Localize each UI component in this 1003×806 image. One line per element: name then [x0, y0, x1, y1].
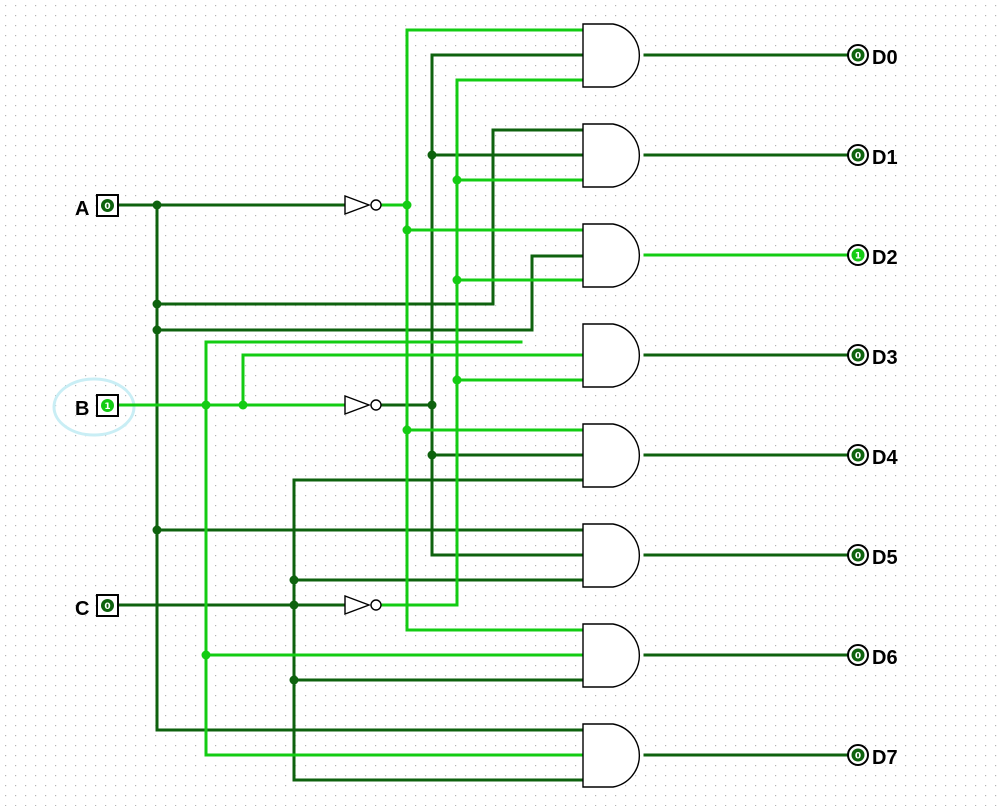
output-pin-d3[interactable]: 0 D3 [847, 344, 898, 369]
junction-dot [452, 175, 462, 185]
output-pin-state [851, 448, 865, 462]
and-gate-d3[interactable] [582, 323, 640, 388]
and-gate-d5[interactable] [582, 523, 640, 588]
not-gates [344, 194, 382, 616]
and-gate-d7[interactable] [582, 723, 640, 788]
input-pin-b[interactable]: B 1 [75, 394, 119, 420]
junctions [152, 150, 462, 685]
not-gate-a[interactable] [344, 194, 382, 216]
output-label: D0 [872, 47, 898, 69]
output-label: D1 [872, 147, 898, 169]
input-pin-value: 0 [104, 602, 110, 612]
output-pin-value: 1 [855, 252, 861, 262]
output-pin-state [851, 648, 865, 662]
junction-dot [152, 299, 162, 309]
input-label: C [75, 598, 89, 620]
not-gate-body [344, 394, 371, 416]
input-pin-a[interactable]: A 0 [75, 194, 119, 220]
not-gate-bubble [370, 399, 382, 411]
output-label: D3 [872, 347, 898, 369]
output-label: D2 [872, 247, 898, 269]
input-pin-state [101, 399, 114, 412]
input-pin-value: 0 [104, 202, 110, 212]
output-label: D5 [872, 547, 898, 569]
not-gate-body [344, 594, 371, 616]
junction-dot [427, 450, 437, 460]
input-pin-state [101, 199, 114, 212]
output-pin-state [851, 148, 865, 162]
and-gate-d4[interactable] [582, 423, 640, 488]
output-label: D6 [872, 647, 898, 669]
output-pin-state [851, 248, 865, 262]
output-pin-d7[interactable]: 0 D7 [847, 744, 898, 769]
output-pin-value: 0 [855, 452, 861, 462]
junction-dot [238, 400, 248, 410]
junction-dot [452, 275, 462, 285]
input-label: A [75, 198, 89, 220]
output-pin-state [851, 548, 865, 562]
wires-low [116, 53, 850, 782]
and-gate-d0[interactable] [582, 23, 640, 88]
output-pin-state [851, 48, 865, 62]
junction-dot [427, 400, 437, 410]
junction-dot [402, 425, 412, 435]
not-gate-body [344, 194, 371, 216]
not-gate-b[interactable] [344, 394, 382, 416]
junction-dot [402, 225, 412, 235]
input-label: B [75, 398, 89, 420]
junction-dot [289, 575, 299, 585]
wires-high [116, 28, 850, 757]
junction-dot [152, 325, 162, 335]
and-gate-d2[interactable] [582, 223, 640, 288]
not-gate-bubble [370, 199, 382, 211]
output-pin-state [851, 348, 865, 362]
junction-dot [402, 200, 412, 210]
output-pin-d0[interactable]: 0 D0 [847, 44, 898, 69]
input-pin-value: 1 [104, 402, 110, 412]
output-pins: 0 D0 0 D1 1 D2 0 D3 0 D4 [847, 44, 898, 769]
and-gate-d6[interactable] [582, 623, 640, 688]
output-label: D4 [872, 447, 898, 469]
output-pin-value: 0 [855, 752, 861, 762]
output-pin-d4[interactable]: 0 D4 [847, 444, 898, 469]
output-pin-d2[interactable]: 1 D2 [847, 244, 898, 269]
output-pin-d5[interactable]: 0 D5 [847, 544, 898, 569]
output-pin-d1[interactable]: 0 D1 [847, 144, 898, 169]
output-pin-value: 0 [855, 552, 861, 562]
output-pin-state [851, 748, 865, 762]
output-pin-value: 0 [855, 652, 861, 662]
junction-dot [152, 525, 162, 535]
and-gate-d1[interactable] [582, 123, 640, 188]
output-label: D7 [872, 747, 898, 769]
selection-highlight [52, 377, 136, 437]
junction-dot [152, 200, 162, 210]
input-pin-state [101, 599, 114, 612]
output-pin-value: 0 [855, 352, 861, 362]
junction-dot [289, 600, 299, 610]
junction-dot [201, 650, 211, 660]
junction-dot [452, 375, 462, 385]
not-gate-c[interactable] [344, 594, 382, 616]
junction-dot [427, 150, 437, 160]
output-pin-value: 0 [855, 52, 861, 62]
and-gates [582, 23, 640, 788]
output-pin-d6[interactable]: 0 D6 [847, 644, 898, 669]
output-pin-value: 0 [855, 152, 861, 162]
input-pin-c[interactable]: C 0 [75, 594, 119, 620]
junction-dot [201, 400, 211, 410]
not-gate-bubble [370, 599, 382, 611]
junction-dot [289, 675, 299, 685]
